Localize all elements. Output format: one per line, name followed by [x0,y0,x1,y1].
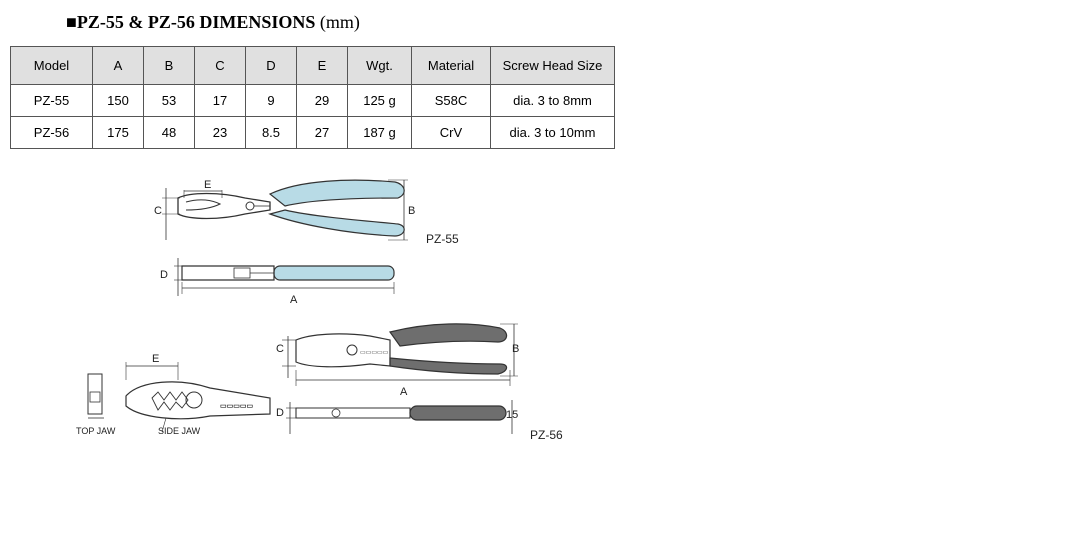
pz56-jaw-enlarged [125,381,271,420]
cell-weight: 125 g [347,84,412,117]
cell-b: 53 [143,84,195,117]
cell-d: 9 [245,84,297,117]
cell-material: CrV [411,116,491,149]
col-weight-header: Wgt. [347,46,412,85]
table-row: PZ-55 150 53 17 9 29 125 g S58C dia. 3 t… [10,84,615,117]
cell-b: 48 [143,116,195,149]
cell-d: 8.5 [245,116,297,149]
title-main: PZ-55 & PZ-56 DIMENSIONS [76,12,316,32]
pz55-lower-handle [268,209,405,237]
col-screw-head-header: Screw Head Size [490,46,615,85]
pz55-jaw-head [177,192,271,220]
title-unit: (mm) [319,12,360,32]
col-e-header: E [296,46,348,85]
pz55-label-d: D [160,269,168,281]
pz56-lower-handle [389,357,508,375]
cell-c: 17 [194,84,246,117]
table-header-row: Model A B C D E Wgt. Material Screw Head… [10,46,615,85]
col-a-header: A [92,46,144,85]
pz56-top-jaw-label: TOP JAW [76,426,116,436]
cell-e: 29 [296,84,348,117]
pz56-label-b: B [512,343,519,355]
pz55-label-a: A [290,294,298,306]
pz55-label-b: B [408,205,415,217]
page-title: ■PZ-55 & PZ-56 DIMENSIONS (mm) [66,12,360,33]
table-row: PZ-56 175 48 23 8.5 27 187 g CrV dia. 3 … [10,116,615,149]
col-d-header: D [245,46,297,85]
col-model-header: Model [10,46,93,85]
pz56-side-view-handle [409,405,507,421]
pz56-diagram: TOP JAW ▭▭▭▭▭ E SIDE JAW ▭▭▭▭▭ C B A D 1… [76,323,563,442]
pz56-label-fifteen: 15 [506,409,518,421]
col-material-header: Material [411,46,491,85]
cell-e: 27 [296,116,348,149]
cell-screw-head: dia. 3 to 8mm [490,84,615,117]
cell-material: S58C [411,84,491,117]
cell-model: PZ-56 [10,116,93,149]
pz55-side-view-handle [273,265,395,281]
pz56-upper-handle [388,323,508,347]
pz56-label-d: D [276,407,284,419]
col-c-header: C [194,46,246,85]
pz56-label-a: A [400,386,408,398]
pz56-engraving: ▭▭▭▭▭ [220,403,253,410]
pz55-model-label: PZ-55 [426,232,459,246]
pz55-label-c: C [154,205,162,217]
pz55-label-e: E [204,179,211,191]
dimensions-table: Model A B C D E Wgt. Material Screw Head… [10,46,615,149]
title-bullet: ■ [66,12,77,32]
pz55-upper-handle [268,179,405,207]
cell-model: PZ-55 [10,84,93,117]
pz56-enlarged-label-e: E [152,353,159,365]
pz55-diagram: C E B PZ-55 D A [154,179,459,306]
pz56-head-engraving: ▭▭▭▭▭ [360,350,389,356]
cell-a: 175 [92,116,144,149]
cell-c: 23 [194,116,246,149]
pz56-model-label: PZ-56 [530,428,563,442]
cell-screw-head: dia. 3 to 10mm [490,116,615,149]
col-b-header: B [143,46,195,85]
pz56-jaw-head [295,333,391,368]
cell-weight: 187 g [347,116,412,149]
pz56-label-c: C [276,343,284,355]
pz56-side-jaw-label: SIDE JAW [158,426,201,436]
cell-a: 150 [92,84,144,117]
